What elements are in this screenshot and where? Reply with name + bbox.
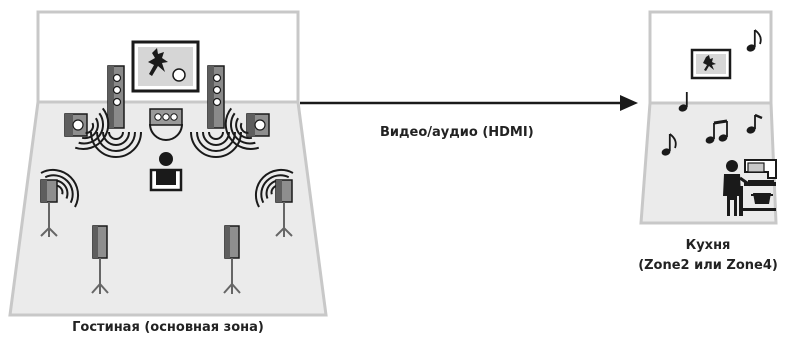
cooking-person-icon	[723, 159, 777, 216]
arrow-icon	[300, 95, 638, 111]
sound-wave-icon	[40, 107, 294, 208]
kitchen-room	[639, 10, 778, 225]
person-icon	[149, 152, 183, 192]
right-cube-speaker-icon	[246, 113, 270, 137]
kitchen-tv-icon	[690, 48, 732, 80]
living-room	[8, 10, 328, 317]
living-room-floor	[10, 102, 326, 315]
kitchen-label-line2: (Zone2 или Zone4)	[638, 258, 778, 273]
front-right-speaker-icon	[207, 65, 225, 129]
music-note-icon	[659, 29, 763, 158]
center-speaker-icon	[149, 108, 183, 126]
link-label: Видео/аудио (HDMI)	[380, 125, 534, 140]
main-room-label: Гостиная (основная зона)	[72, 320, 264, 335]
kitchen-label-line1: Кухня	[685, 238, 731, 253]
left-cube-speaker-icon	[64, 113, 88, 137]
tv-icon	[131, 40, 200, 93]
front-left-speaker-icon	[107, 65, 125, 129]
